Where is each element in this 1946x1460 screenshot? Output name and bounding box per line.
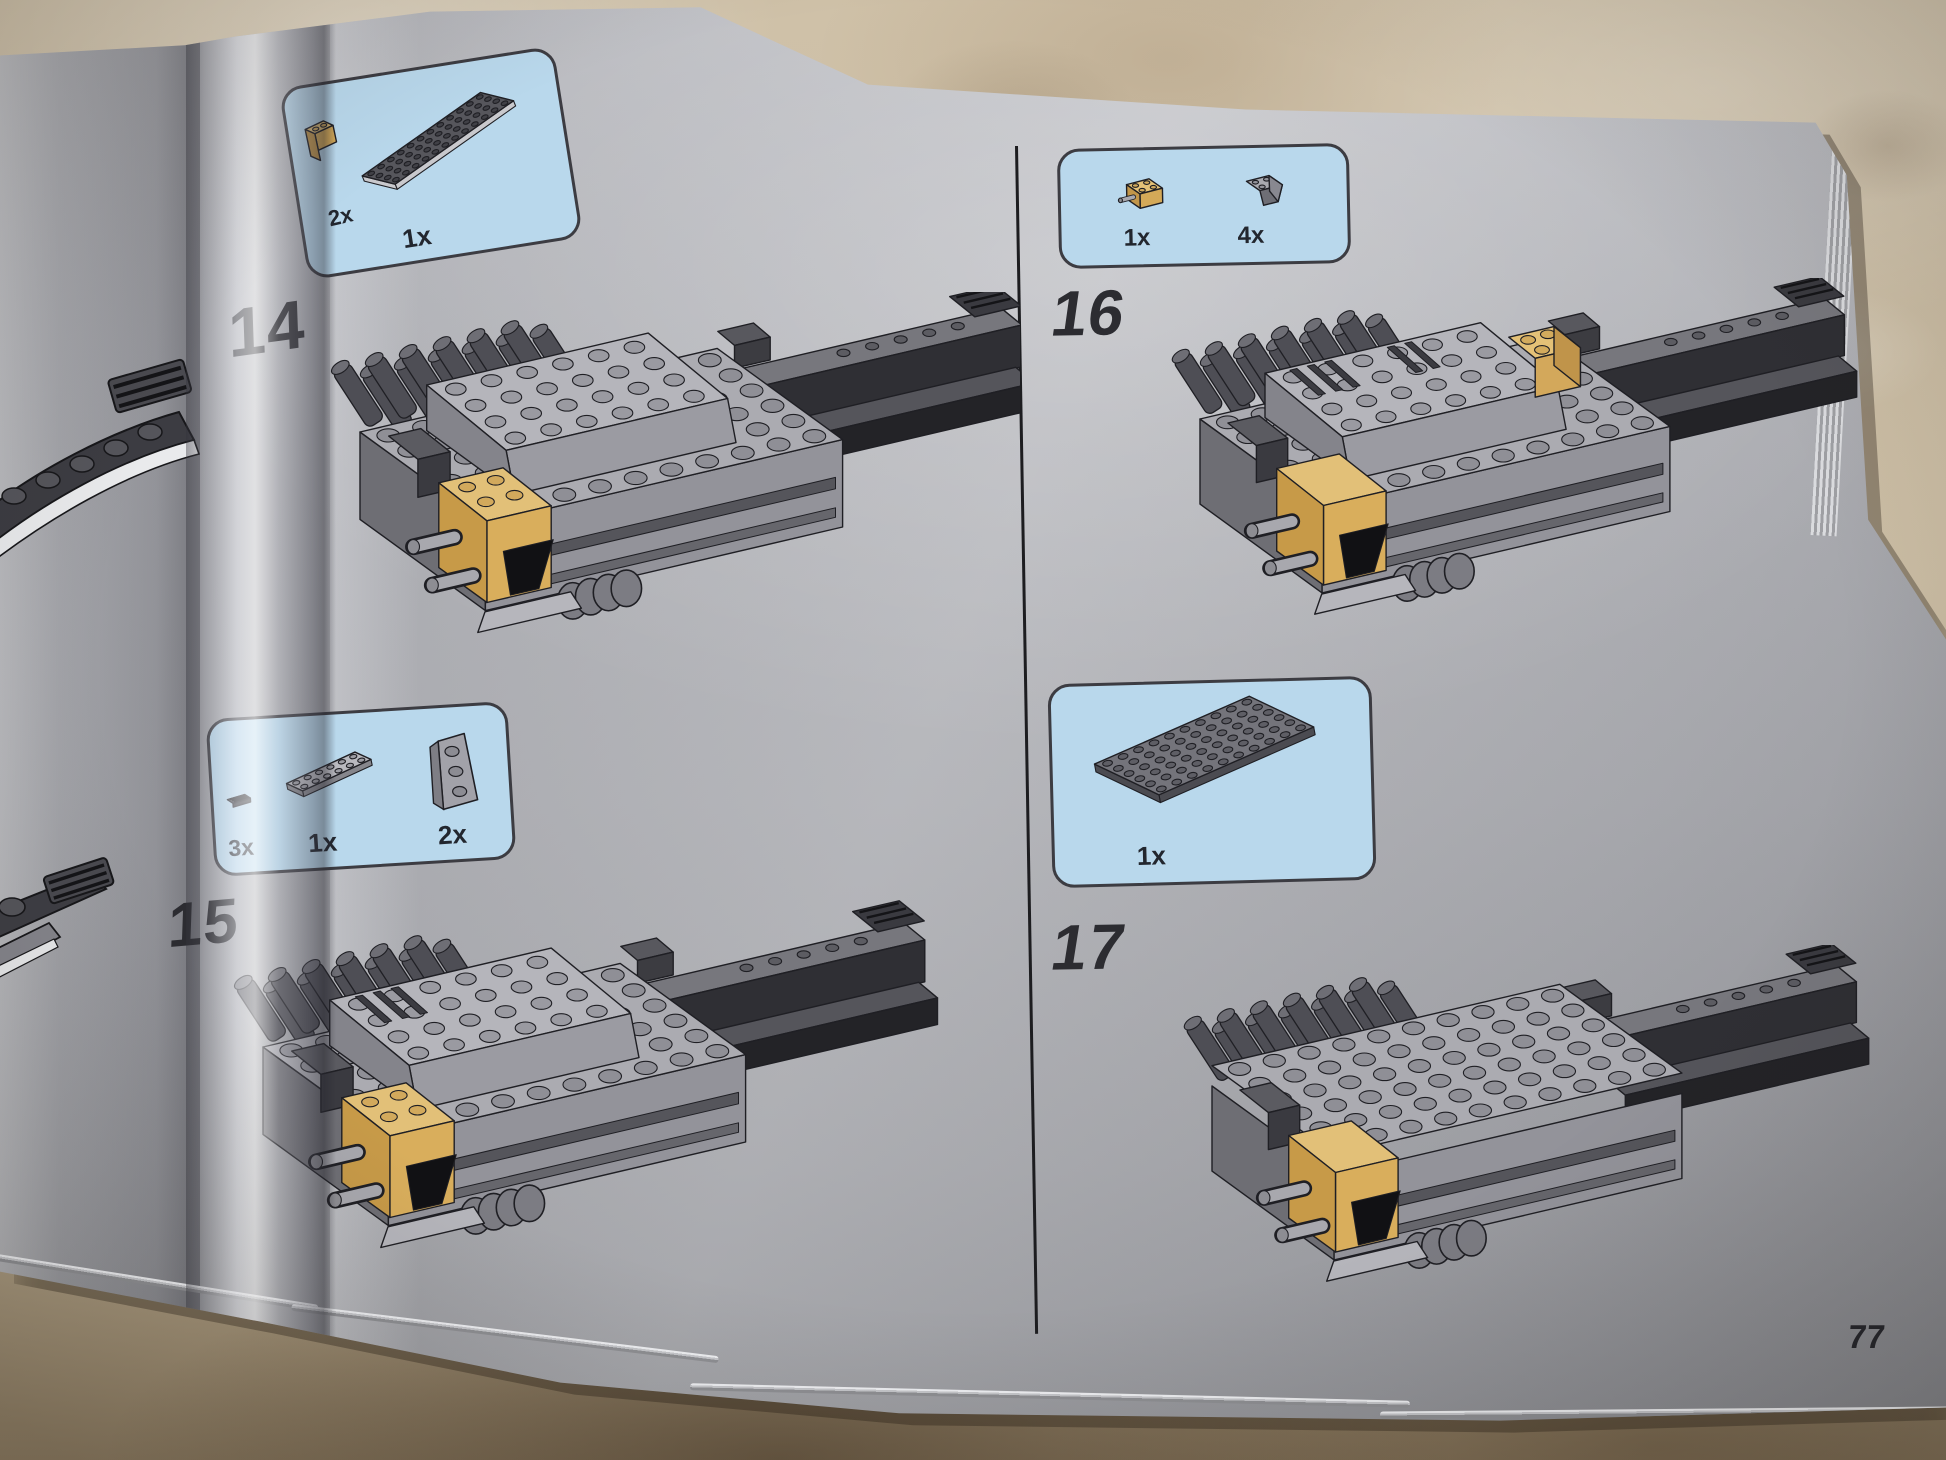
step-number-15: 15 (166, 885, 241, 962)
part-count: 4x (1237, 221, 1265, 250)
step-17-build-illustration (1183, 945, 1870, 1282)
page-number: 77 (1846, 1318, 1887, 1355)
previous-page-partial-illustration (0, 857, 115, 986)
step-number-16: 16 (1046, 276, 1131, 350)
step-17-parts-callout: 1x (1047, 675, 1377, 889)
step-15-parts-callout: 3x 1x 2x (205, 700, 517, 878)
step-15-build-illustration (233, 900, 939, 1249)
part-count: 1x (400, 220, 434, 255)
step-16-parts-illustration (1117, 174, 1284, 210)
step-17-parts-illustration (1093, 695, 1316, 804)
left-page-sliver (0, 7, 200, 1421)
step-16-build-illustration (1171, 278, 1858, 615)
step-number-14: 14 (227, 285, 307, 373)
part-count: 1x (1123, 224, 1151, 252)
step-14-build-illustration (330, 292, 1020, 634)
part-count: 1x (307, 826, 339, 859)
step-16-parts-callout: 1x 4x (1056, 142, 1352, 270)
previous-page-partial-illustration (0, 358, 201, 578)
part-count: 1x (1136, 840, 1167, 871)
part-count: 2x (437, 818, 468, 851)
step-14-parts-callout: 2x 1x (278, 45, 584, 281)
part-count: 3x (227, 833, 255, 862)
step-number-17: 17 (1046, 910, 1131, 984)
